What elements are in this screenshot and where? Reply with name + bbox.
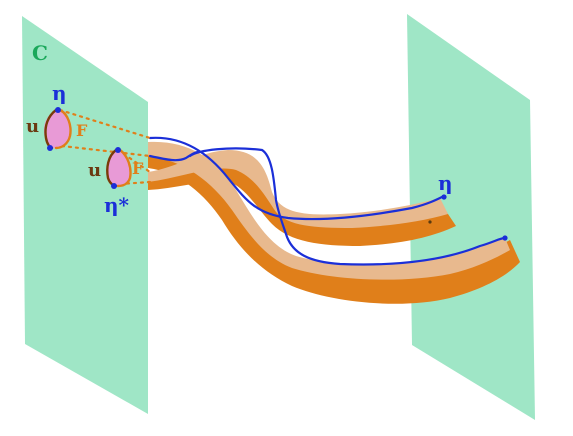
disk-bottom-outline-right [116,148,132,188]
disk-top-point-lower [47,145,53,151]
ribbon-edge-lower [148,150,200,162]
disk-top [44,109,70,149]
plane-left-label: C [32,41,48,65]
eta-star-label: η* [104,193,130,217]
ribbon-edge-upper [148,136,446,221]
disk-bottom-point-upper [115,147,121,153]
disk-top-point-upper [55,107,61,113]
eta-right-label: η [438,171,453,195]
u-bottom-label: u [88,160,101,181]
f-top-label: F [76,121,88,140]
f-bottom-label: F [132,159,144,178]
right-end-point [441,194,447,200]
eta-top-label: η [52,81,67,105]
right-ribbon-dot [428,220,432,224]
plane-left [22,16,148,414]
right-end-point-lower [502,235,508,241]
plane-right [407,14,535,420]
ribbon-top-upper [148,150,448,228]
disk-bottom [107,150,130,186]
u-top-label: u [26,116,39,137]
ribbon-edge-upper-loop [188,147,507,266]
disk-bottom-point-lower [111,183,117,189]
ribbon-top-lower [148,141,510,280]
disk-top-outline-right [54,108,72,150]
